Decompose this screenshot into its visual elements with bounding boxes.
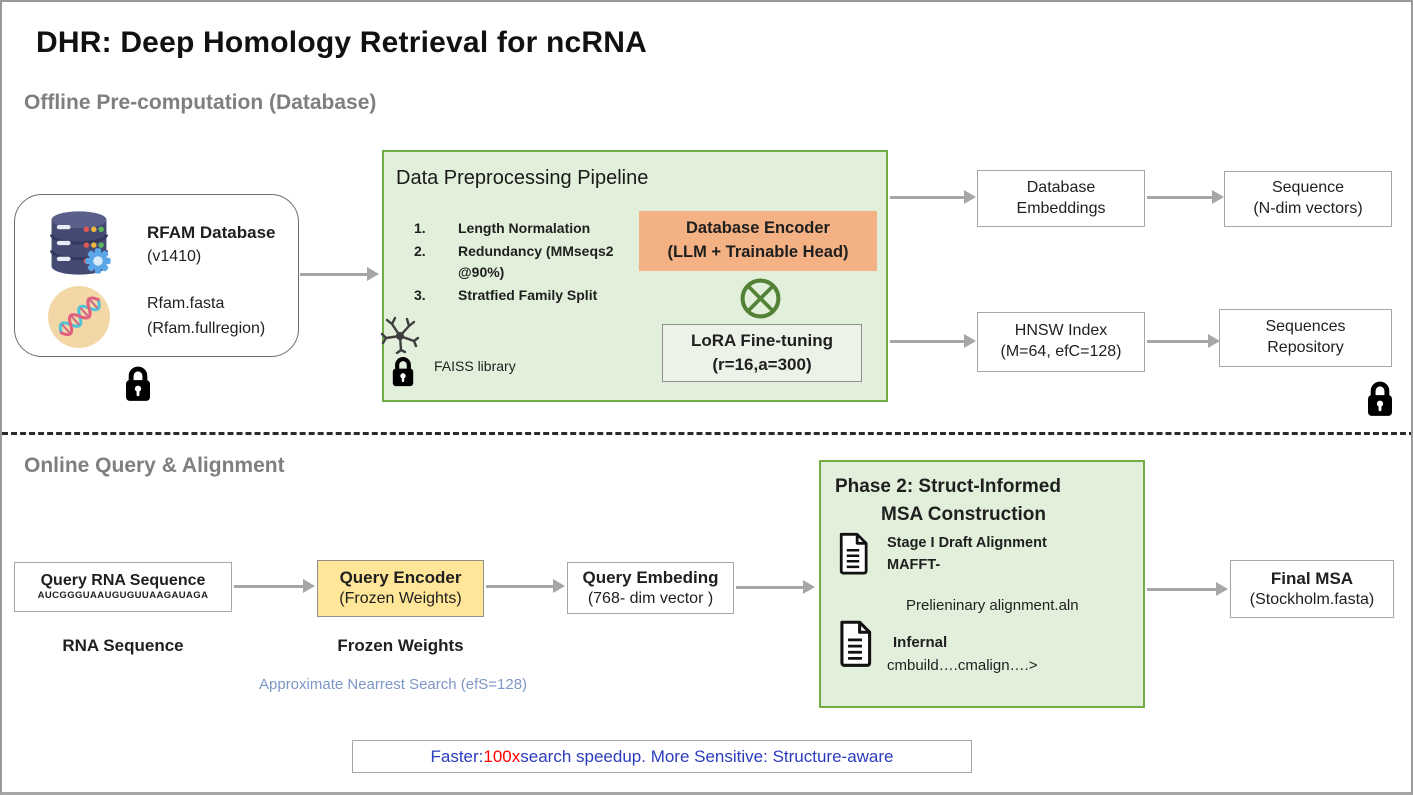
- sequences-repository-box: Sequences Repository: [1219, 309, 1392, 367]
- database-encoder-sub: (LLM + Trainable Head): [667, 243, 849, 261]
- arrow-pipeline-to-hnsw: [890, 334, 976, 348]
- faiss-library-label: FAISS library: [434, 358, 516, 374]
- hnsw-index-box: HNSW Index (M=64, efC=128): [977, 312, 1145, 372]
- lora-finetuning-box: LoRA Fine-tuning (r=16,a=300): [662, 324, 862, 382]
- phase2-title-line1: Phase 2: Struct-Informed: [835, 476, 1061, 497]
- rfam-database-box: RFAM Database (v1410) Rfam.fasta (Rfam.f…: [14, 194, 299, 357]
- phase2-title-line2: MSA Construction: [881, 504, 1047, 525]
- offline-section-heading: Offline Pre-computation (Database): [24, 91, 377, 114]
- document-icon: [835, 617, 875, 669]
- online-section-heading: Online Query & Alignment: [24, 454, 285, 477]
- database-encoder-title: Database Encoder: [686, 219, 830, 238]
- pipeline-step: 3. Stratfied Family Split: [414, 287, 598, 303]
- ann-search-note: Approximate Nearrest Search (efS=128): [259, 676, 528, 693]
- arrow-query-to-encoder: [234, 579, 315, 593]
- banner-prefix: Faster:: [430, 746, 484, 766]
- lora-title: LoRA Fine-tuning: [691, 331, 833, 351]
- lock-icon: [388, 354, 418, 388]
- section-divider: [2, 432, 1411, 435]
- rfam-name: RFAM Database: [147, 223, 276, 242]
- dna-icon: [47, 285, 111, 349]
- arrow-pipeline-to-embeddings: [890, 190, 976, 204]
- database-encoder-box: Database Encoder (LLM + Trainable Head): [639, 211, 877, 271]
- database-embeddings-box: Database Embeddings: [977, 170, 1145, 227]
- lock-icon: [1362, 378, 1398, 418]
- lora-sub: (r=16,a=300): [712, 355, 812, 374]
- pipeline-step: 2. Redundancy (MMseqs2 @90%): [414, 243, 614, 280]
- pipeline-title: Data Preprocessing Pipeline: [396, 167, 649, 189]
- arrow-hnsw-to-repository: [1147, 334, 1220, 348]
- data-preprocessing-pipeline-box: Data Preprocessing Pipeline 1. Length No…: [382, 150, 888, 402]
- phase2-prelim-label: Prelieninary alignment.aln: [906, 597, 1079, 614]
- sequence-vectors-box: Sequence (N-dim vectors): [1224, 171, 1392, 227]
- arrow-embeddings-to-sequence: [1147, 190, 1224, 204]
- phase2-cmd-label: cmbuild….cmalign….>: [887, 657, 1038, 674]
- phase2-box: Phase 2: Struct-Informed MSA Constructio…: [819, 460, 1145, 708]
- arrow-phase2-to-finalmsa: [1147, 582, 1228, 596]
- rfam-version: (v1410): [147, 248, 202, 265]
- phase2-infernal-label: Infernal: [893, 634, 948, 651]
- phase2-stage1-line1: Stage I Draft Alignment: [887, 535, 1047, 551]
- database-icon: [41, 205, 117, 281]
- document-icon: [835, 530, 871, 576]
- rfam-fullregion: (Rfam.fullregion): [147, 320, 266, 337]
- frozen-weights-caption: Frozen Weights: [337, 636, 464, 655]
- neuron-icon: [380, 314, 420, 354]
- rna-sequence-caption: RNA Sequence: [62, 636, 184, 655]
- query-embedding-box: Query Embeding (768- dim vector ): [567, 562, 734, 614]
- query-rna-sequence-box: Query RNA Sequence AUCGGGUAAUGUGUUAAGAUA…: [14, 562, 232, 612]
- arrow-rfam-to-pipeline: [300, 267, 379, 281]
- rfam-fasta: Rfam.fasta: [147, 295, 225, 312]
- summary-banner: Faster: 100x search speedup. More Sensit…: [352, 740, 972, 773]
- query-encoder-box: Query Encoder (Frozen Weights): [317, 560, 484, 617]
- pipeline-steps: 1. Length Normalation 2. Redundancy (MMs…: [414, 218, 640, 308]
- phase2-stage1-line2: MAFFT-: [887, 557, 941, 573]
- query-sequence: AUCGGGUAAUGUGUUAAGAUAGA: [37, 590, 209, 602]
- banner-suffix: search speedup. More Sensitive: Structur…: [520, 746, 894, 766]
- arrow-encoder-to-embedding: [486, 579, 565, 593]
- tensor-product-icon: [738, 276, 783, 321]
- page-title: DHR: Deep Homology Retrieval for ncRNA: [36, 26, 648, 59]
- pipeline-step: 1. Length Normalation: [414, 220, 591, 236]
- lock-icon: [120, 363, 156, 403]
- banner-speedup: 100x: [483, 746, 521, 766]
- arrow-embedding-to-phase2: [736, 580, 815, 594]
- final-msa-box: Final MSA (Stockholm.fasta): [1230, 560, 1394, 618]
